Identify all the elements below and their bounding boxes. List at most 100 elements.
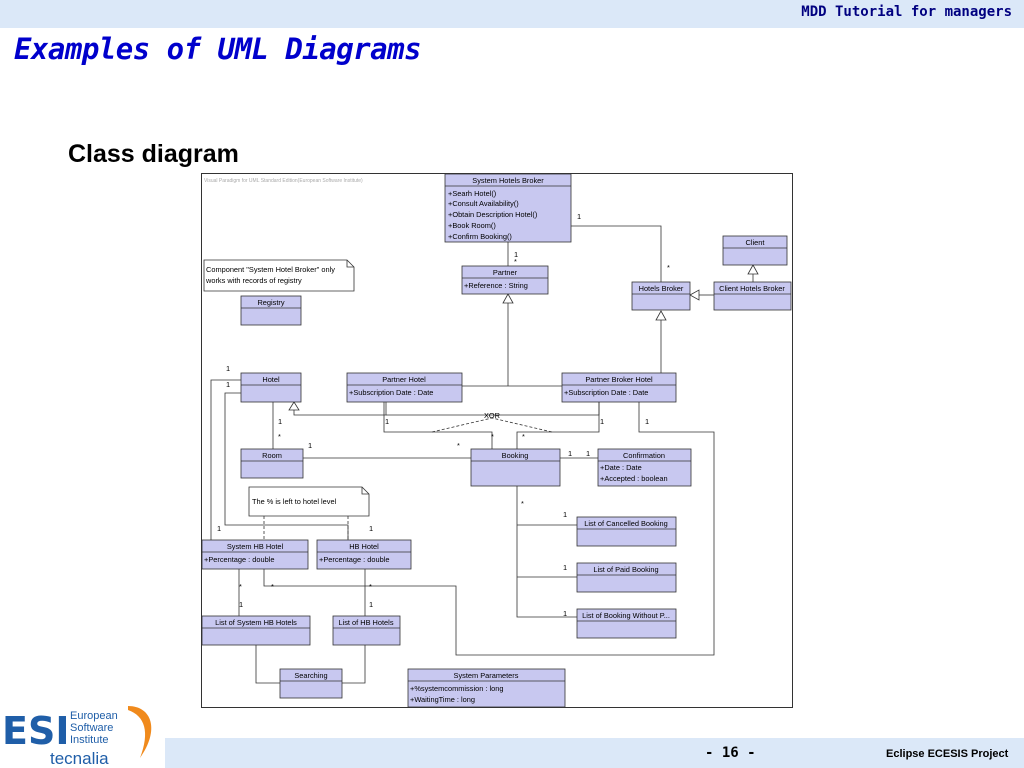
svg-text:*: * [521,499,524,508]
svg-text:Hotel: Hotel [262,375,280,384]
svg-text:1: 1 [563,609,567,618]
svg-text:1: 1 [586,449,590,458]
svg-text:Institute: Institute [70,734,109,746]
svg-text:+Obtain Description Hotel(): +Obtain Description Hotel() [448,210,537,219]
class-client-hotels-broker: Client Hotels Broker [713,281,792,311]
class-list-booking-without: List of Booking Without P... [576,608,677,639]
note-percent: The % is left to hotel level [248,486,370,517]
class-room: Room [240,448,304,479]
svg-text:*: * [457,441,460,450]
svg-text:Confirmation: Confirmation [623,451,665,460]
svg-text:XOR: XOR [484,411,500,420]
svg-text:Booking: Booking [502,451,529,460]
class-partner-broker-hotel: Partner Broker Hotel +Subscription Date … [561,372,677,403]
class-system-hotels-broker: System Hotels Broker +Searh Hotel() +Con… [444,174,572,243]
svg-text:works with records of registry: works with records of registry [205,276,302,285]
class-list-hb-hotels: List of HB Hotels [332,615,401,646]
slide-title: Examples of UML Diagrams [14,32,422,66]
note-component: Component "System Hotel Broker" only wor… [203,259,355,292]
class-booking: Booking [470,448,561,487]
class-diagram: Visual Paradigm for UML Standard Edition… [201,173,793,708]
header-band [0,0,1024,28]
svg-text:1: 1 [369,524,373,533]
svg-text:1: 1 [226,364,230,373]
svg-text:HB Hotel: HB Hotel [349,542,379,551]
svg-text:*: * [239,582,242,591]
page-number: - 16 - [705,745,756,761]
class-list-paid-booking: List of Paid Booking [576,562,677,593]
class-registry: Registry [240,295,302,326]
svg-text:Registry: Registry [257,298,284,307]
class-confirmation: Confirmation +Date : Date +Accepted : bo… [597,448,692,487]
diagram-watermark: Visual Paradigm for UML Standard Edition… [204,178,363,184]
svg-text:Partner: Partner [493,268,518,277]
footer-band [165,738,1024,768]
svg-text:1: 1 [226,380,230,389]
svg-text:Searching: Searching [294,671,327,680]
class-list-system-hb-hotels: List of System HB Hotels [202,615,311,646]
svg-text:List of Cancelled Booking: List of Cancelled Booking [584,519,667,528]
svg-text:System Hotels Broker: System Hotels Broker [472,176,544,185]
svg-text:*: * [271,582,274,591]
slide-subtitle: Class diagram [68,140,239,168]
svg-text:Software: Software [70,722,113,734]
class-list-cancelled-booking: List of Cancelled Booking [576,516,677,547]
svg-text:1: 1 [645,417,649,426]
svg-text:*: * [667,263,670,272]
svg-text:European: European [70,710,118,722]
svg-text:1: 1 [308,441,312,450]
svg-text:*: * [369,582,372,591]
diagram-connectors [210,225,759,684]
svg-text:1: 1 [369,600,373,609]
svg-text:+Confirm Booking(): +Confirm Booking() [448,232,512,241]
svg-text:1: 1 [563,563,567,572]
svg-text:+%systemcommission : long: +%systemcommission : long [410,684,503,693]
class-hb-hotel: HB Hotel +Percentage : double [316,539,412,570]
svg-text:The % is left to hotel level: The % is left to hotel level [252,497,337,506]
svg-text:1: 1 [563,510,567,519]
class-hotels-broker: Hotels Broker [631,281,691,311]
svg-text:+Book Room(): +Book Room() [448,221,496,230]
svg-text:System Parameters: System Parameters [454,671,519,680]
svg-text:+Consult Availability(): +Consult Availability() [448,199,519,208]
svg-text:tecnalia: tecnalia [50,749,109,768]
svg-text:+Percentage : double: +Percentage : double [204,555,274,564]
svg-text:1: 1 [577,212,581,221]
svg-text:1: 1 [239,600,243,609]
svg-text:Client Hotels Broker: Client Hotels Broker [719,284,785,293]
svg-text:List of Paid Booking: List of Paid Booking [593,565,658,574]
svg-text:+Subscription Date : Date: +Subscription Date : Date [564,388,648,397]
svg-text:List of System HB Hotels: List of System HB Hotels [215,618,297,627]
multiplicity-labels: 1 * 1 * 1 1 1 * 1 1 * * * XOR 1 1 1 1 * … [217,212,670,618]
svg-text:Client: Client [746,238,765,247]
svg-text:+Date : Date: +Date : Date [600,463,642,472]
svg-text:1: 1 [217,524,221,533]
svg-text:List of HB Hotels: List of HB Hotels [338,618,393,627]
svg-text:+Percentage : double: +Percentage : double [319,555,389,564]
svg-text:+Accepted : boolean: +Accepted : boolean [600,474,668,483]
class-searching: Searching [279,668,343,699]
svg-text:*: * [522,432,525,441]
svg-text:Room: Room [262,451,282,460]
svg-text:+WaitingTime : long: +WaitingTime : long [410,695,475,704]
class-partner: Partner +Reference : String [461,265,549,295]
svg-text:*: * [491,432,494,441]
class-system-hb-hotel: System HB Hotel +Percentage : double [202,539,309,570]
svg-text:ESI: ESI [2,709,69,753]
svg-text:*: * [514,257,517,266]
svg-text:+Reference : String: +Reference : String [464,281,528,290]
esi-tecnalia-logo: ESI European Software Institute tecnalia [2,706,152,768]
svg-text:Hotels Broker: Hotels Broker [639,284,684,293]
svg-text:Partner Hotel: Partner Hotel [382,375,426,384]
svg-text:1: 1 [385,417,389,426]
footer-project-name: Eclipse ECESIS Project [886,748,1009,760]
svg-text:1: 1 [514,250,518,259]
header-course-label: MDD Tutorial for managers [801,4,1012,20]
class-hotel: Hotel [240,372,302,403]
logo-swoosh-icon [128,706,152,758]
class-partner-hotel: Partner Hotel +Subscription Date : Date [346,372,463,403]
svg-text:+Searh Hotel(): +Searh Hotel() [448,189,496,198]
svg-text:Component "System Hotel Broker: Component "System Hotel Broker" only [206,265,335,274]
svg-text:List of Booking Without P...: List of Booking Without P... [582,611,670,620]
svg-text:Partner Broker Hotel: Partner Broker Hotel [585,375,653,384]
